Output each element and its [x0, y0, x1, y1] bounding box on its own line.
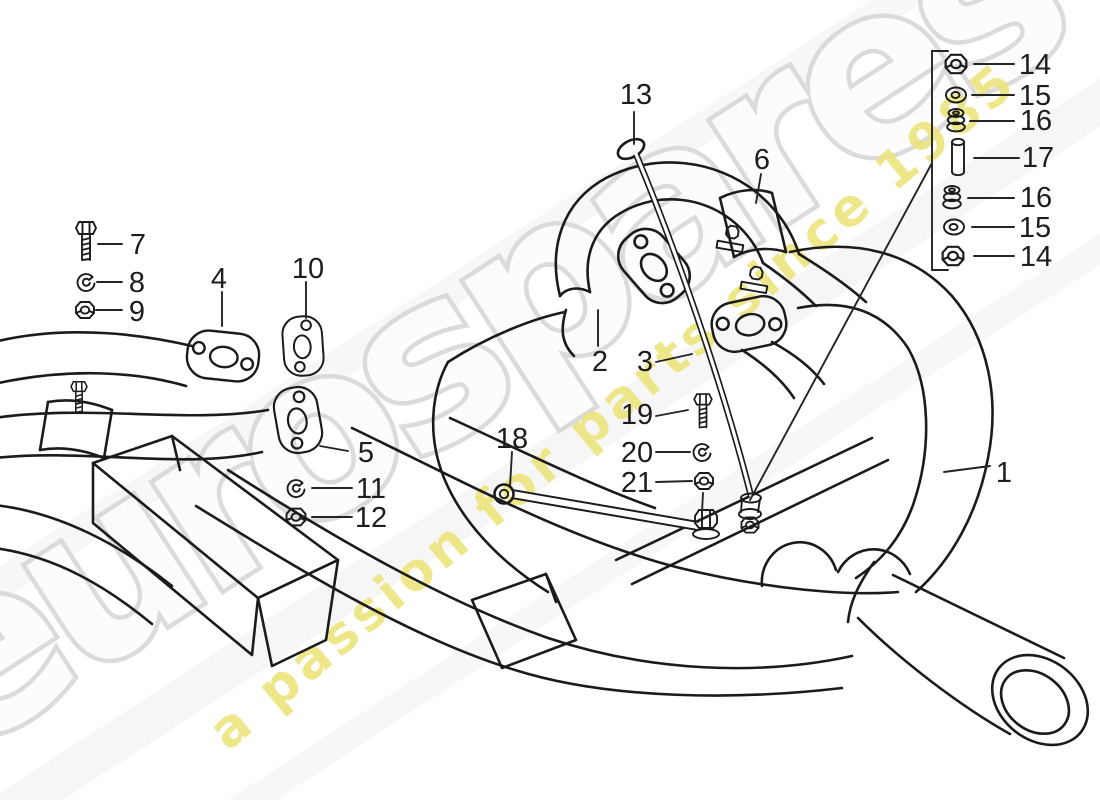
pipe-clamp: [718, 188, 788, 259]
part-number-label: 13: [620, 79, 652, 111]
support-wedge: [470, 572, 578, 670]
tail-pipe: [846, 560, 1090, 747]
leader-line: [319, 445, 349, 452]
part-number-label: 9: [129, 296, 145, 328]
box-fold: [170, 434, 182, 472]
leader-line: [509, 451, 513, 487]
part-number-label: 3: [637, 346, 653, 378]
part-number-label: 7: [130, 229, 146, 261]
exhaust-assembly-drawing: [0, 137, 1090, 747]
part-number-label: 5: [358, 437, 374, 469]
pipe-outline: [0, 450, 264, 461]
box-face: [91, 461, 260, 657]
lock-washer-icon: [692, 443, 712, 462]
pipe-outline: [761, 261, 818, 308]
tailpipe-opening: [990, 653, 1090, 747]
pipe-outline: [0, 371, 188, 388]
pipe-outline: [0, 547, 154, 626]
tailpipe-opening-inner: [999, 668, 1071, 736]
hex-nut-icon: [941, 245, 965, 267]
leader-line: [755, 173, 762, 204]
part-number-label: 19: [621, 399, 653, 431]
clamp-edge: [38, 399, 114, 460]
body-outline: [446, 310, 567, 364]
tie-rod: [616, 137, 762, 534]
part-number-label: 15: [1019, 80, 1051, 112]
body-outline: [431, 360, 550, 594]
pipe-sweep: [448, 416, 657, 510]
hex-nut-icon: [75, 301, 95, 319]
endcap-arc: [846, 560, 876, 624]
outlet-arc: [760, 540, 838, 588]
pipe-sweep: [194, 504, 844, 697]
rod-eyelet: [493, 483, 515, 505]
rod-ball-fitting: [738, 492, 762, 520]
body-outline: [796, 303, 928, 580]
pipe-outline: [586, 198, 765, 294]
clamp-band: [38, 399, 114, 460]
leader-line: [701, 492, 704, 513]
tailpipe-edge: [891, 573, 1066, 660]
part-number-label: 17: [1022, 142, 1054, 174]
strap-bolt-icon: [692, 509, 720, 540]
box-face: [256, 558, 340, 668]
part-number-label: 15: [1019, 212, 1051, 244]
leader-lines: [95, 50, 1020, 518]
clamp-edge: [718, 188, 788, 259]
outlet-arc: [836, 547, 912, 576]
tailpipe-edge: [856, 616, 1012, 736]
pipe-stub: [740, 340, 826, 400]
part-number-label: 1: [996, 457, 1012, 489]
part-number-label: 11: [356, 473, 386, 505]
body-outline: [788, 245, 994, 594]
header-pipes: [0, 331, 270, 626]
part-number-label: 2: [592, 346, 608, 378]
leader-line: [943, 465, 991, 473]
pipe-outline: [0, 408, 270, 419]
leader-line: [655, 480, 693, 483]
hex-nut-icon: [694, 472, 714, 490]
silencer-body: [194, 245, 994, 697]
heat-exchanger-box: [91, 434, 340, 668]
part-number-label: 6: [754, 144, 770, 176]
part-number-label: 8: [129, 267, 145, 299]
leader-line: [655, 353, 693, 363]
leader-line: [655, 409, 689, 417]
part-number-label: 16: [1020, 182, 1052, 214]
pipe-sweep: [226, 468, 854, 670]
part-number-labels: 1 2 3 4 5 6 7 8 9 10 11 12 13 14 15 16 1…: [129, 49, 1054, 534]
rod-shaft-core: [634, 152, 753, 498]
body-outline: [561, 308, 576, 358]
group-bracket: [931, 50, 949, 271]
leader-line: [749, 162, 933, 501]
hex-bolt-icon: [75, 221, 97, 261]
part-number-label: 4: [211, 263, 227, 295]
pipe-mouth: [558, 287, 592, 298]
part-number-label: 12: [355, 502, 387, 534]
lock-washer-icon: [76, 273, 96, 292]
rod-eyelet-hole: [498, 488, 510, 500]
hex-bolt-icon: [693, 393, 713, 429]
pipe-outline: [0, 331, 194, 348]
rod-shaft-core: [509, 491, 701, 529]
part-number-label: 16: [1020, 105, 1052, 137]
support-rod: [493, 483, 720, 540]
mounting-strap: [614, 436, 890, 586]
part-number-label: 20: [621, 437, 653, 469]
clamp-edge: [38, 400, 114, 460]
part-number-label: 14: [1020, 241, 1052, 273]
part-number-label: 14: [1019, 49, 1051, 81]
part-number-label: 21: [621, 467, 653, 499]
part-number-label: 18: [496, 423, 528, 455]
flat-washer-icon: [943, 218, 965, 236]
clamp-edge: [718, 191, 788, 259]
part-number-label: 10: [292, 253, 324, 285]
clamp-bolt-icon: [70, 381, 88, 413]
